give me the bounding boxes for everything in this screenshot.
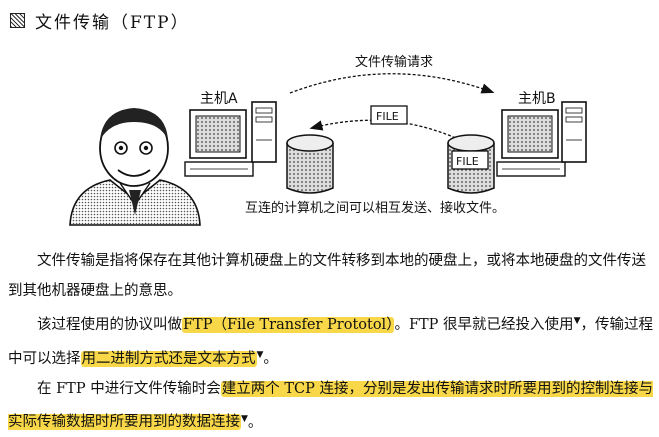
user-figure-icon bbox=[69, 108, 201, 226]
ftp-illustration: 主机A 文件传输请求 FILE FILE 主机B bbox=[69, 54, 587, 226]
p2-text-b: 。FTP 很早就已经投入使用 bbox=[394, 316, 574, 333]
paragraph-2: 该过程使用的协议叫做FTP（File Transfer Prototol）。FT… bbox=[8, 306, 653, 374]
section-title: 文件传输（FTP） bbox=[35, 13, 190, 33]
paragraph-3: 在 FTP 中进行文件传输时会建立两个 TCP 连接，分别是发出传输请求时所要用… bbox=[8, 374, 653, 437]
article-body: 文件传输是指将保存在其他计算机硬盘上的文件转移到本地的硬盘上，或将本地硬盘的文件… bbox=[8, 246, 653, 437]
footnote-marker-icon: ▼ bbox=[573, 316, 581, 326]
request-arrow bbox=[289, 73, 495, 94]
request-label: 文件传输请求 bbox=[355, 54, 433, 70]
p2-text-a: 该过程使用的协议叫做 bbox=[37, 316, 182, 333]
transfer-arrow bbox=[309, 119, 461, 141]
file-tag-disk: FILE bbox=[456, 155, 479, 168]
file-tag-top: FILE bbox=[376, 110, 399, 123]
figure-caption: 互连的计算机之间可以相互发送、接收文件。 bbox=[245, 200, 505, 216]
p3-text-a: 在 FTP 中进行文件传输时会 bbox=[37, 380, 221, 397]
disk-a-icon bbox=[286, 134, 334, 194]
computer-b-icon bbox=[496, 101, 587, 177]
p2-text-d: 。 bbox=[263, 350, 278, 367]
host-a-label: 主机A bbox=[200, 91, 238, 107]
footnote-marker-icon: ▼ bbox=[241, 413, 248, 424]
p3-text-b: 。 bbox=[247, 414, 263, 431]
p2-text-c: ，传输过程中可以选择 bbox=[8, 316, 653, 367]
section-heading: 文件传输（FTP） bbox=[10, 8, 190, 33]
ftp-highlight: FTP（File Transfer Prototol） bbox=[182, 316, 395, 333]
heading-bullet-icon bbox=[10, 13, 25, 28]
paragraph-1: 文件传输是指将保存在其他计算机硬盘上的文件转移到本地的硬盘上，或将本地硬盘的文件… bbox=[8, 253, 646, 299]
mode-highlight: 用二进制方式还是文本方式 bbox=[80, 350, 257, 367]
footnote-marker-icon: ▼ bbox=[256, 349, 264, 360]
host-b-label: 主机B bbox=[518, 91, 556, 107]
computer-a-icon bbox=[184, 101, 277, 177]
